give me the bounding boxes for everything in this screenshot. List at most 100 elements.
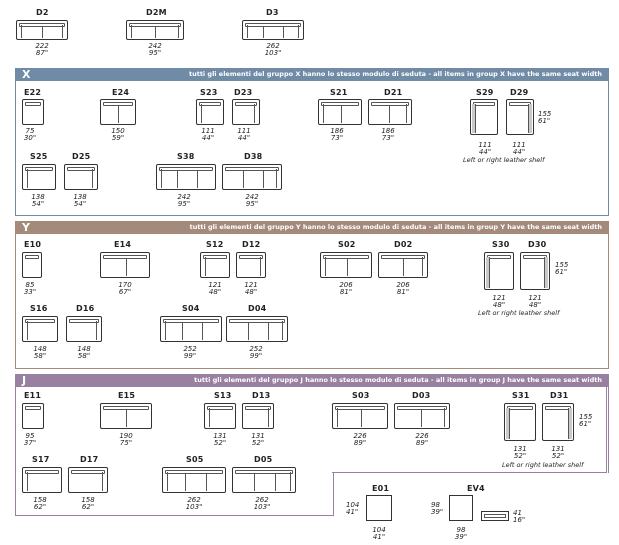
sofa-drawing bbox=[222, 164, 282, 190]
model-code: D38 bbox=[244, 152, 263, 161]
model-code: E11 bbox=[24, 391, 42, 400]
model-code: S31 bbox=[512, 391, 530, 400]
model-code: S23 bbox=[200, 88, 218, 97]
sofa-drawing bbox=[100, 403, 152, 429]
model-code: D17 bbox=[80, 455, 99, 464]
sofa-drawing bbox=[66, 316, 102, 342]
model-code: D31 bbox=[550, 391, 569, 400]
sofa-drawing bbox=[196, 99, 224, 125]
model-code: S03 bbox=[352, 391, 370, 400]
model-code: E01 bbox=[372, 484, 390, 493]
sofa-drawing bbox=[484, 252, 514, 290]
group-y-section: Y tutti gli elementi del gruppo Y hanno … bbox=[15, 221, 609, 369]
ottoman-drawing bbox=[366, 495, 392, 521]
sofa-drawing bbox=[16, 20, 68, 40]
model-code: S12 bbox=[206, 240, 224, 249]
sofa-drawing bbox=[242, 20, 304, 40]
model-code: S16 bbox=[30, 304, 48, 313]
model-code: E24 bbox=[112, 88, 130, 97]
shelf-note: Left or right leather shelf bbox=[502, 461, 584, 469]
sofa-drawing bbox=[68, 467, 108, 493]
sofa-drawing bbox=[126, 20, 184, 40]
sofa-drawing bbox=[394, 403, 450, 429]
model-code: D03 bbox=[412, 391, 431, 400]
bench-drawing bbox=[481, 511, 509, 521]
sofa-drawing bbox=[22, 252, 42, 278]
group-x-section: X tutti gli elementi del gruppo X hanno … bbox=[15, 68, 609, 216]
group-letter: J bbox=[22, 374, 27, 387]
model-code: D13 bbox=[252, 391, 271, 400]
group-j-divider bbox=[332, 472, 607, 473]
model-code: S25 bbox=[30, 152, 48, 161]
sofa-drawing bbox=[232, 467, 296, 493]
sofa-drawing bbox=[242, 403, 274, 429]
sofa-drawing bbox=[22, 403, 44, 429]
group-letter: Y bbox=[22, 221, 30, 234]
model-code: D23 bbox=[234, 88, 253, 97]
group-j-section-lower bbox=[15, 472, 334, 516]
sofa-drawing bbox=[156, 164, 216, 190]
model-code: S04 bbox=[182, 304, 200, 313]
sofa-drawing bbox=[318, 99, 362, 125]
group-j-right-border bbox=[606, 374, 607, 472]
shelf-note: Left or right leather shelf bbox=[463, 156, 545, 164]
sofa-drawing bbox=[100, 99, 136, 125]
model-code: D21 bbox=[384, 88, 403, 97]
sofa-drawing bbox=[320, 252, 372, 278]
model-code: D30 bbox=[528, 240, 547, 249]
group-header-text: tutti gli elementi del gruppo Y hanno lo… bbox=[189, 223, 602, 231]
sofa-drawing bbox=[160, 316, 222, 342]
model-code: E22 bbox=[24, 88, 42, 97]
sofa-drawing bbox=[204, 403, 236, 429]
model-code: E15 bbox=[118, 391, 136, 400]
sofa-drawing bbox=[64, 164, 98, 190]
group-header-text: tutti gli elementi del gruppo J hanno lo… bbox=[194, 376, 602, 384]
sofa-drawing bbox=[236, 252, 266, 278]
model-code: E10 bbox=[24, 240, 42, 249]
sofa-drawing bbox=[506, 99, 534, 135]
model-code: S30 bbox=[492, 240, 510, 249]
model-code: D3 bbox=[266, 8, 279, 17]
sofa-drawing bbox=[22, 467, 62, 493]
group-header-text: tutti gli elementi del gruppo X hanno lo… bbox=[188, 70, 602, 78]
model-code: S17 bbox=[32, 455, 50, 464]
sofa-drawing bbox=[100, 252, 150, 278]
sofa-drawing bbox=[520, 252, 550, 290]
model-code: D05 bbox=[254, 455, 273, 464]
